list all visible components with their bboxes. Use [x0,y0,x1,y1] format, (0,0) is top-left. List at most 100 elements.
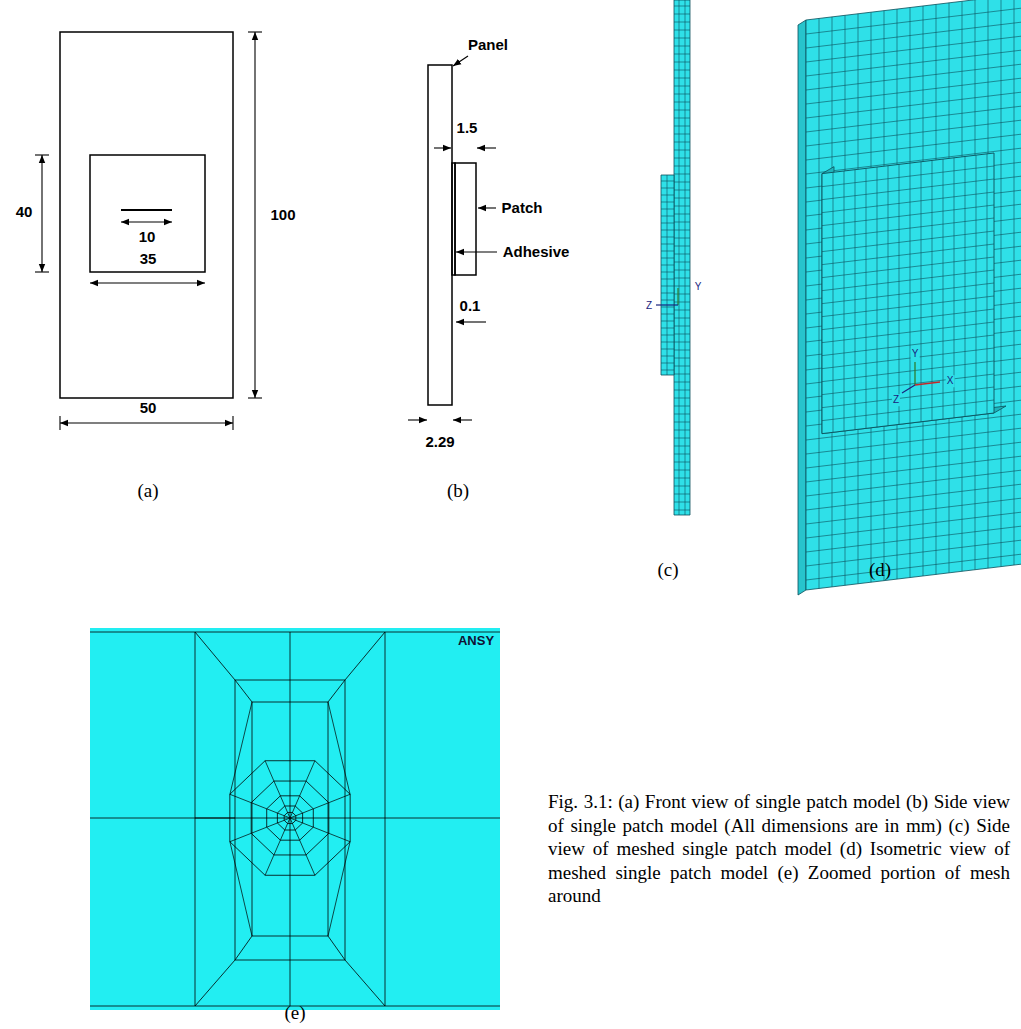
mesh-line [674,286,690,287]
mesh-line [265,761,290,818]
mesh-line [328,702,350,794]
mesh-face [798,20,806,595]
software-logo: ANSY [456,634,496,649]
dimension-label: 100 [270,206,295,223]
mesh-line [661,335,674,336]
mesh-line [806,493,1021,524]
mesh-line [822,257,994,278]
dimension-label: 0.1 [460,297,481,314]
side-view [408,56,497,420]
mesh-line [822,374,994,395]
mesh-line [674,110,690,111]
mesh-line [661,307,674,308]
mesh-line [674,350,690,351]
mesh-line [661,363,674,364]
mesh-line [661,209,674,210]
mesh-line [674,262,690,263]
mesh-line [806,115,1021,146]
mesh-line [195,632,235,680]
mesh-line [674,494,690,495]
mesh-line [674,30,690,31]
mesh-line [674,78,690,79]
mesh-line [822,192,994,213]
mesh-line [674,46,690,47]
mesh-line [674,62,690,63]
mesh-line [822,400,994,421]
mesh-line [661,237,674,238]
mesh-line [674,102,690,103]
mesh-line [822,387,994,408]
mesh-face [230,761,350,876]
mesh-line [677,288,678,305]
mesh-line [674,278,690,279]
mesh-line [674,86,690,87]
mesh-line [822,270,994,291]
mesh-line [656,304,678,305]
part-name: Adhesive [503,243,570,260]
mesh-line [328,842,350,936]
mesh-line [822,309,994,330]
mesh-line [195,632,196,1006]
mesh-line [806,73,1021,104]
mesh-line [230,818,290,842]
dimension-label: 35 [140,250,157,267]
mesh-face [90,628,500,1010]
mesh-line [674,118,690,119]
isometric-mesh [798,0,1021,595]
mesh-line [235,680,252,702]
mesh-line [674,374,690,375]
mesh-line [806,87,1021,118]
mesh-line [674,158,690,159]
mesh-line [674,270,690,271]
mesh-line [674,198,690,199]
mesh-line [674,390,690,391]
mesh-line [674,190,690,191]
mesh-line [661,272,674,273]
mesh-line [914,362,915,385]
mesh-line [345,632,385,680]
mesh-line [1014,0,1015,565]
mesh-line [806,479,1021,510]
mesh-line [661,258,674,259]
mesh-line [674,254,690,255]
dimension-label: 2.29 [425,433,454,450]
front-view [35,32,262,430]
mesh-line [674,94,690,95]
mesh-line [674,54,690,55]
mesh-line [674,318,690,319]
mesh-line [674,406,690,407]
mesh-line [822,231,994,252]
mesh-line [674,478,690,479]
mesh-line [661,223,674,224]
dimension-label: 40 [16,203,33,220]
mesh-line [235,936,252,960]
mesh-line [661,349,674,350]
mesh-line [661,216,674,217]
mesh-line [328,680,345,702]
mesh-face [252,702,328,936]
mesh-line [674,326,690,327]
subfigure-label: (a) [137,480,158,502]
mesh-line [806,521,1021,552]
mesh-line [806,45,1021,76]
mesh-line [90,632,500,633]
mesh-line [674,398,690,399]
mesh-line [674,214,690,215]
mesh-line [822,361,994,382]
mesh-line [674,462,690,463]
mesh-line [674,14,690,15]
dimension-label: 10 [139,228,156,245]
mesh-line [661,370,674,371]
mesh-line [661,230,674,231]
mesh-line [674,414,690,415]
mesh-line [195,818,235,819]
dimension-label: 1.5 [457,119,478,136]
mesh-line [674,238,690,239]
mesh-face [674,0,690,515]
mesh-line [195,960,235,1006]
subfigure-label: (c) [657,559,678,581]
mesh-line [667,175,668,375]
mesh-line [902,385,915,393]
mesh-line [230,702,252,794]
mesh-line [385,632,386,1006]
